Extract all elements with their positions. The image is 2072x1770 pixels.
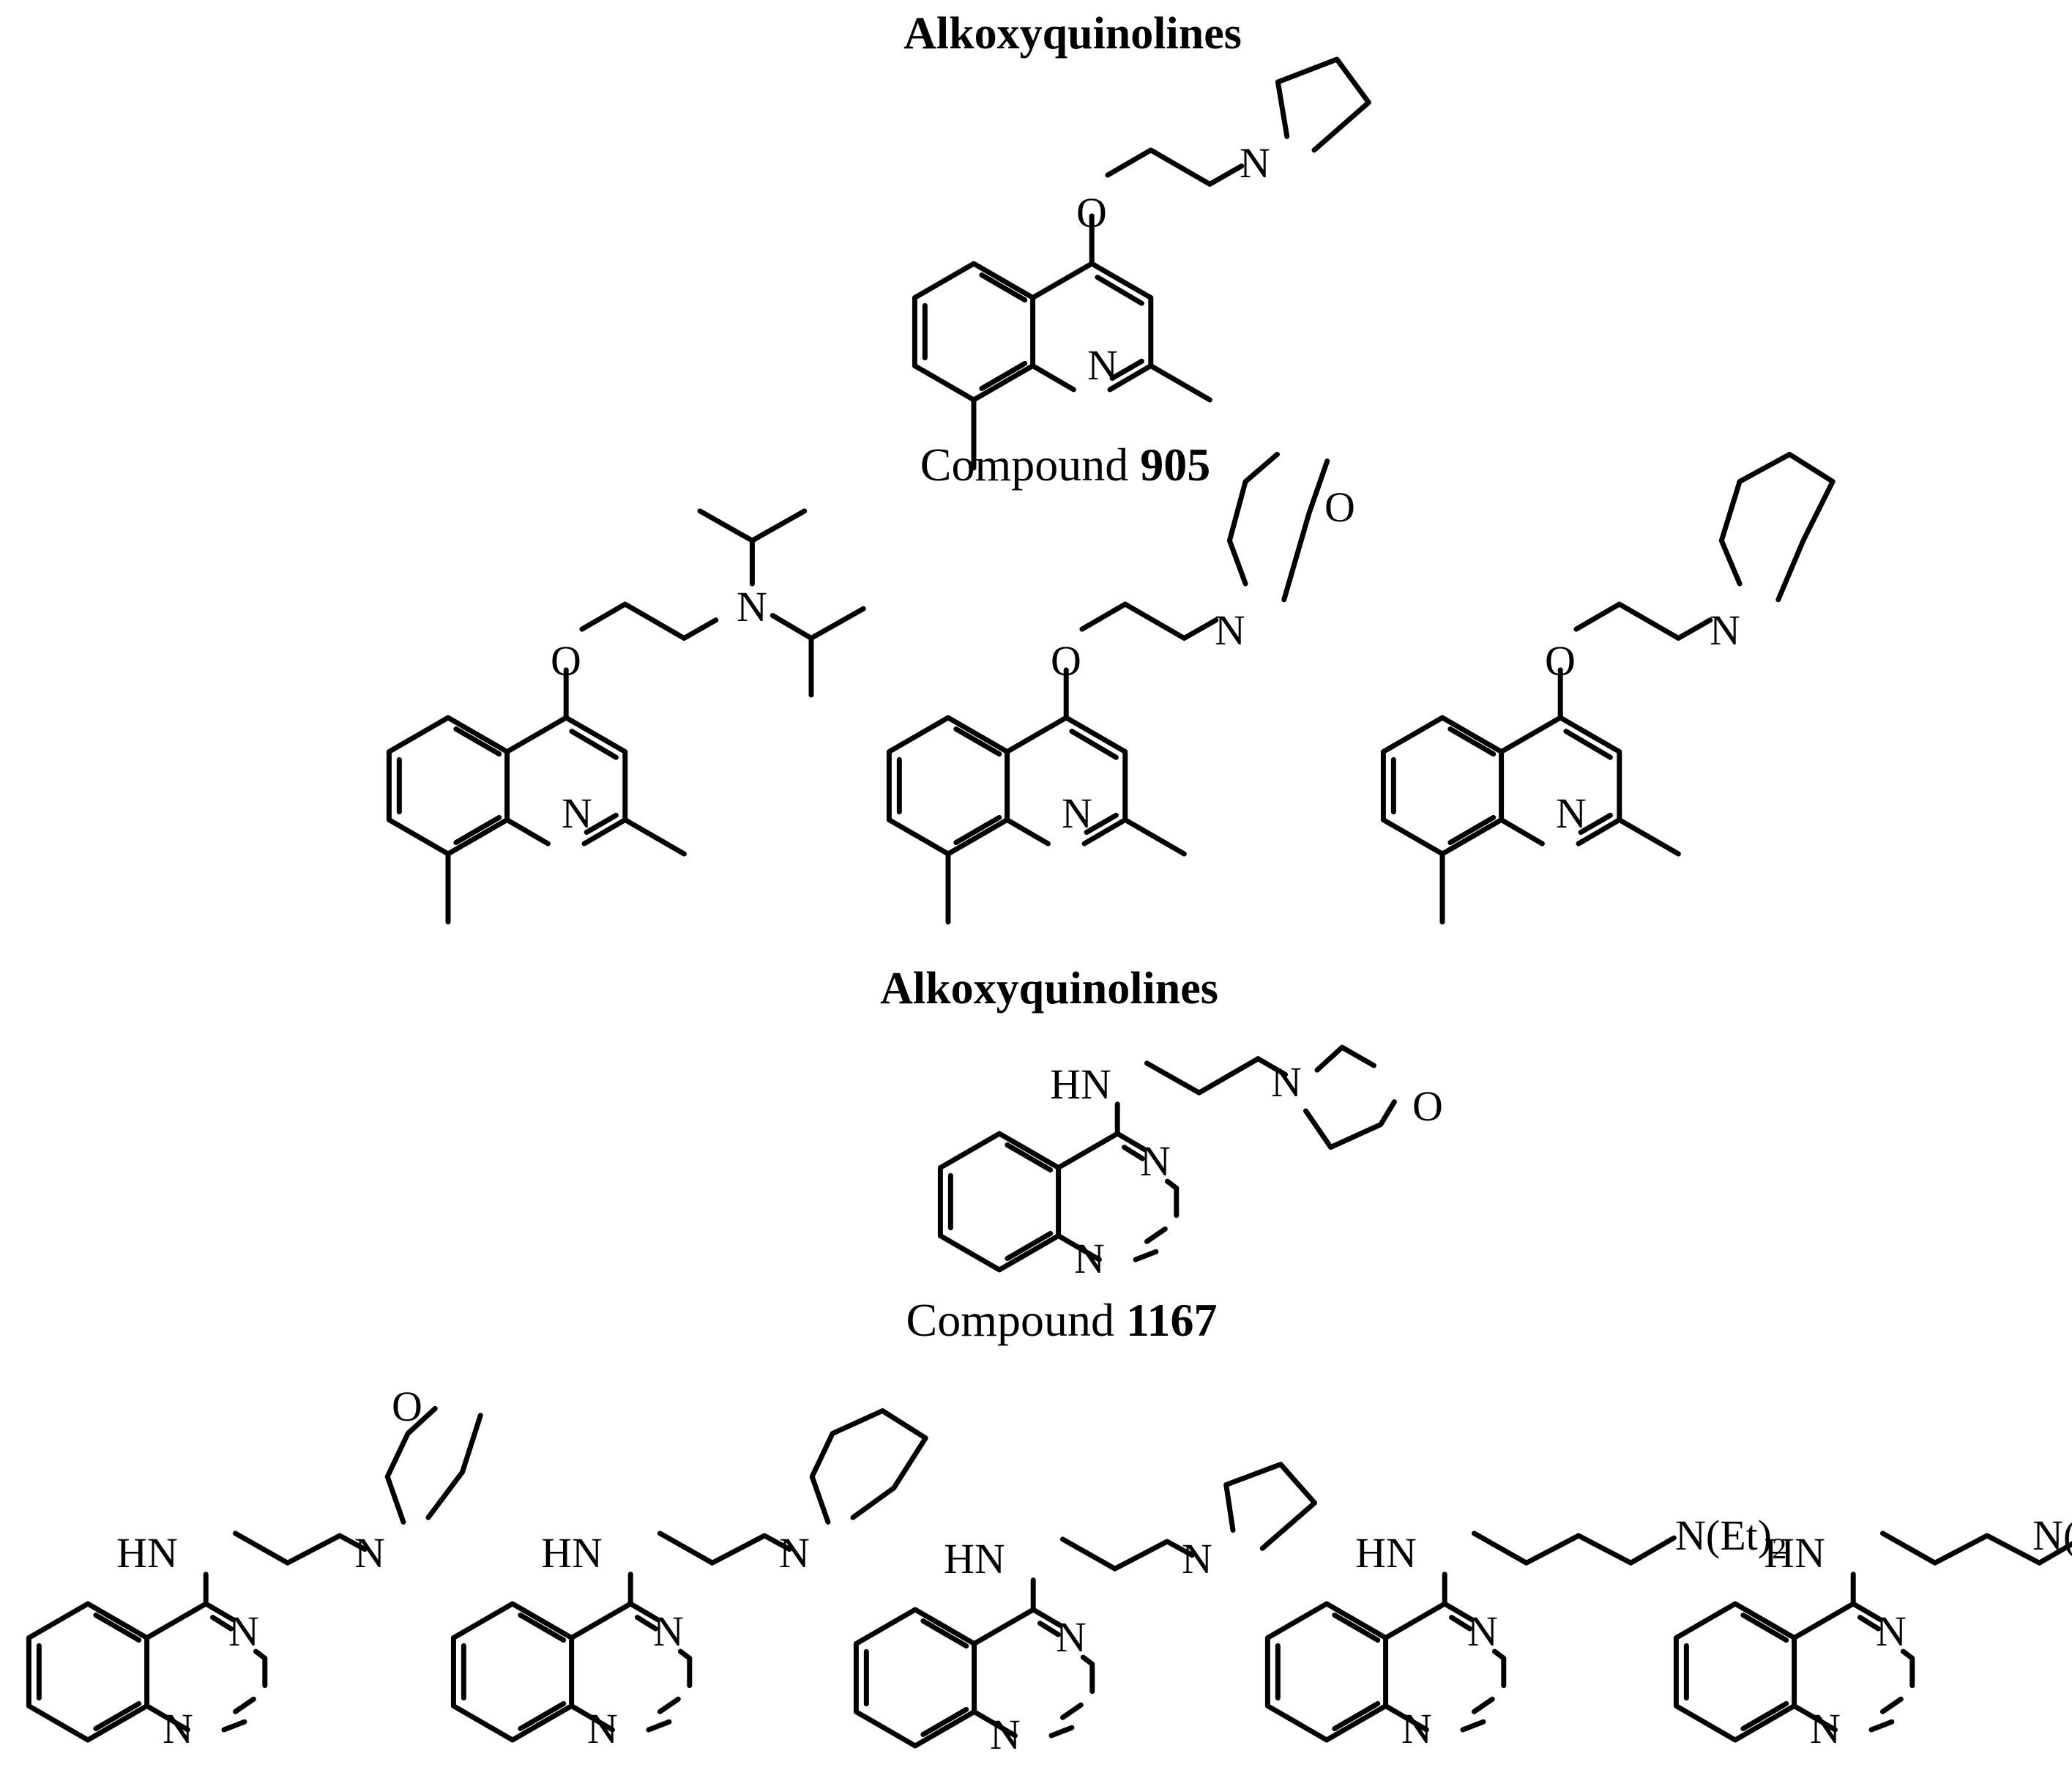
quinazoline-diethylaminoethyl: HN N N N(Et)2 [1264,1511,1786,1752]
amine-label: HN [1764,1529,1825,1577]
quinazoline-pyrrolidinoethyl: HN N N N [853,1462,1318,1758]
nitrogen-label: N [587,1705,618,1752]
nitrogen-label: N [1876,1607,1907,1655]
diethylamino-label: N(Et)2 [1675,1511,1786,1565]
oxygen-label: O [1051,637,1081,685]
analogue-morpholino: O N N O [886,451,1355,925]
nitrogen-label: N [163,1705,193,1752]
section-title-alkoxyquinolines-2: Alkoxyquinolines [880,964,1218,1014]
nitrogen-label: N [653,1607,684,1655]
compound-905-caption: Compound 905 [920,439,1210,491]
analogue-diisopropylamino: O N N [386,508,866,925]
nitrogen-label: N [1240,139,1270,187]
nitrogen-label: N [562,789,592,837]
compound-1167-structure: HN N N N O [937,1044,1443,1282]
nitrogen-label: N [1556,789,1587,837]
amine-label: HN [944,1535,1005,1583]
nitrogen-label: N [1401,1705,1432,1752]
analogue-piperidino: O N N [1380,451,1836,925]
amine-label: HN [116,1529,178,1577]
nitrogen-label: N [779,1529,810,1577]
nitrogen-label: N [354,1529,385,1577]
compound-1167-caption: Compound 1167 [906,1294,1218,1346]
oxygen-label: O [1076,189,1107,237]
nitrogen-label: N [1710,606,1740,654]
quinazoline-morpholinoethyl: HN N N N O [26,1383,483,1752]
compound-905-structure: O N N [912,56,1371,471]
nitrogen-label: N [1467,1607,1498,1655]
quinazoline-diisopropylaminoethyl: HN N N N(iPr)2 [1673,1511,2072,1752]
nitrogen-label: N [1056,1613,1087,1661]
nitrogen-label: N [1074,1235,1105,1282]
oxygen-label: O [551,637,581,685]
nitrogen-label: N [1271,1058,1302,1106]
oxygen-label: O [1545,637,1576,685]
diisopropylamino-label: N(iPr)2 [2032,1511,2072,1565]
nitrogen-label: N [737,583,767,631]
nitrogen-label: N [1140,1137,1171,1185]
nitrogen-label: N [1215,606,1245,654]
nitrogen-label: N [1182,1535,1212,1583]
nitrogen-label: N [1087,341,1118,389]
nitrogen-label: N [228,1607,259,1655]
amine-label: HN [1355,1529,1417,1577]
oxygen-label: O [1412,1082,1443,1130]
amine-label: HN [541,1529,603,1577]
amine-label: HN [1050,1060,1111,1108]
section-title-alkoxyquinolines-1: Alkoxyquinolines [903,9,1242,59]
nitrogen-label: N [1810,1705,1841,1752]
nitrogen-label: N [990,1711,1021,1758]
oxygen-label: O [1324,483,1355,531]
nitrogen-label: N [1062,789,1092,837]
oxygen-label: O [392,1383,422,1430]
quinazoline-piperidinoethyl: HN N N N [450,1408,928,1752]
